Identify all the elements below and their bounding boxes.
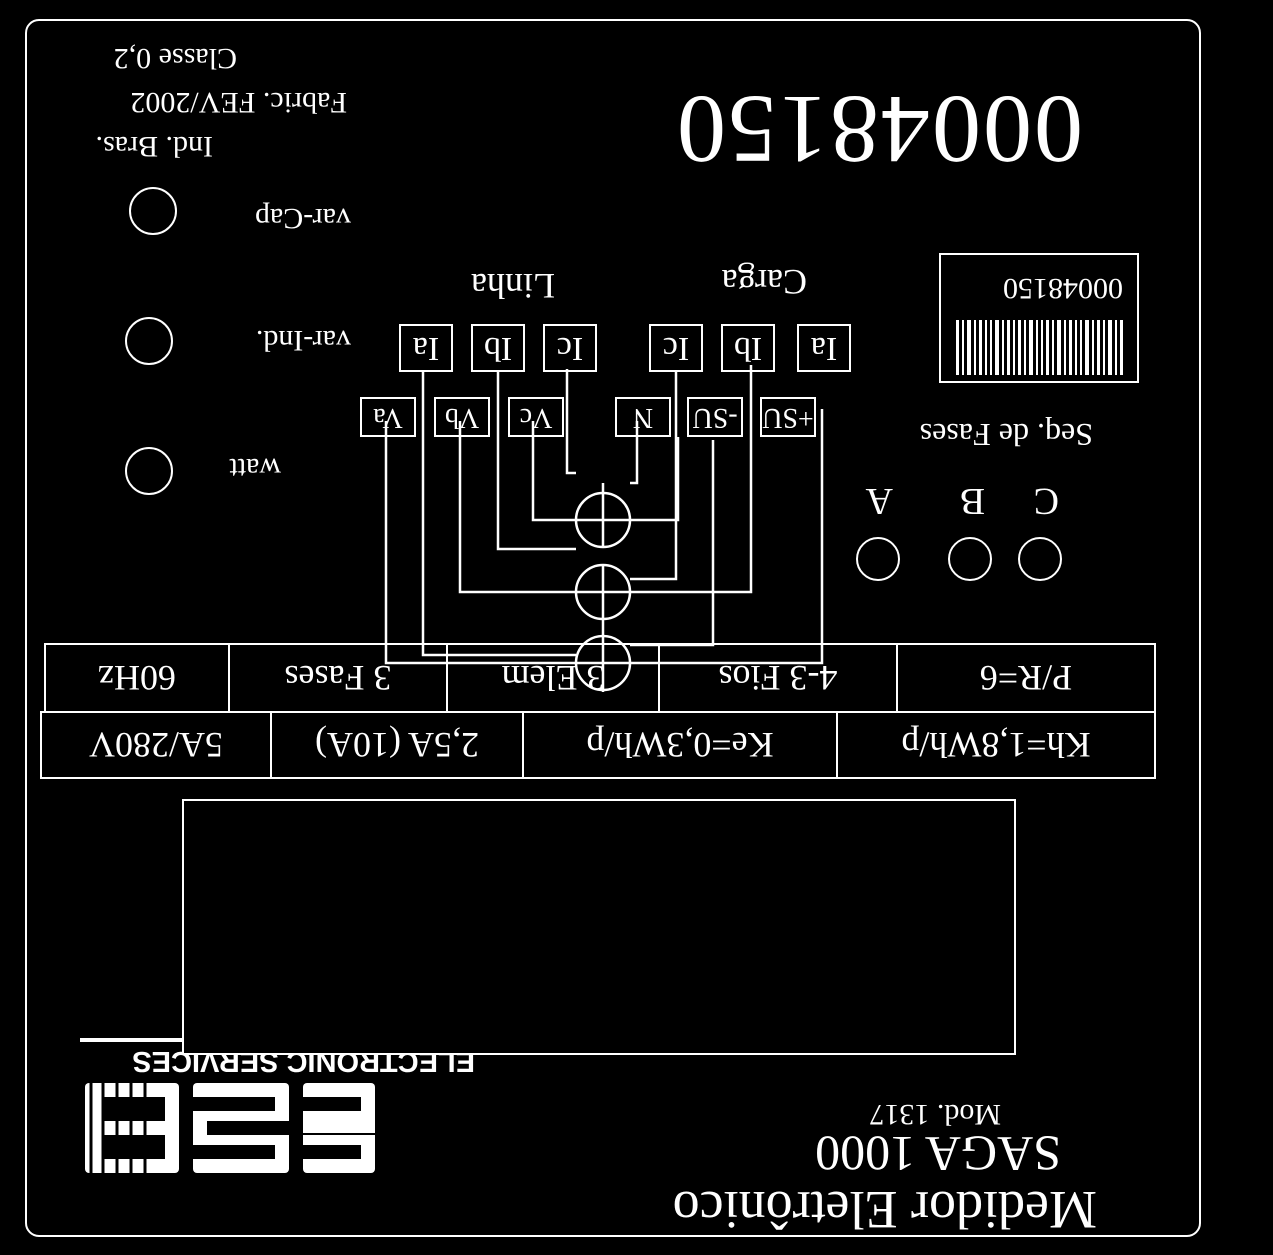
terminal-vb: Vb <box>434 397 490 437</box>
terminal-load-ib: Ib <box>721 324 775 372</box>
serial-number: 00048150 <box>675 75 1083 183</box>
terminal-minus-su: -SU <box>687 397 743 437</box>
manufacture-date: Fabric. FEV/2002 <box>130 86 347 119</box>
line-side-label: Linha <box>471 266 555 306</box>
terminal-va: Va <box>360 397 416 437</box>
terminal-line-ia: Ia <box>399 324 453 372</box>
terminal-vc: Vc <box>508 397 564 437</box>
terminal-load-ic: Ic <box>649 324 703 372</box>
terminal-n: N <box>615 397 671 437</box>
load-side-label: Carga <box>721 262 807 302</box>
terminal-line-ic: Ic <box>543 324 597 372</box>
esb-logo <box>85 1083 375 1173</box>
terminal-line-ib: Ib <box>471 324 525 372</box>
terminal-plus-su: +SU <box>760 397 816 437</box>
terminal-load-ia: Ia <box>797 324 851 372</box>
origin-label: Ind. Bras. <box>95 130 213 163</box>
accuracy-class: Classe 0,2 <box>113 42 237 75</box>
esb-logo-icon <box>85 1083 375 1173</box>
